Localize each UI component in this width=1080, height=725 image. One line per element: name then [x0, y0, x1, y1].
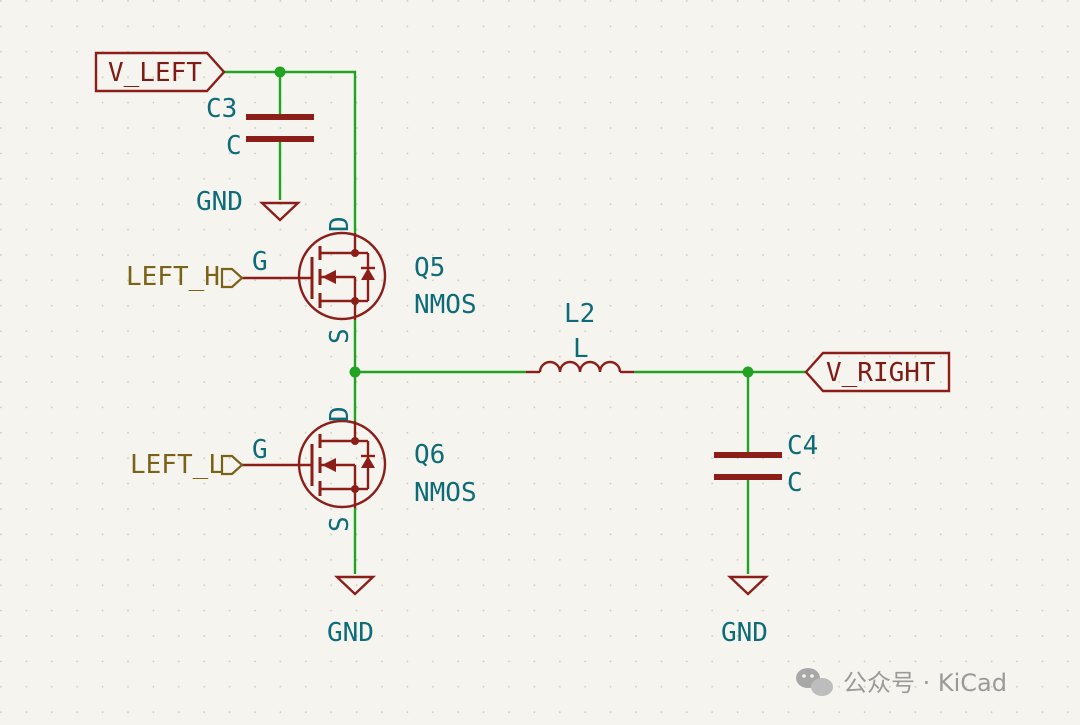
junctions	[274, 66, 754, 378]
hier-label-left-h[interactable]: LEFT_H	[126, 262, 244, 292]
c3-reference: C3	[206, 94, 237, 124]
hier-label-left-h-text: LEFT_H	[126, 262, 220, 292]
q5-reference: Q5	[414, 253, 445, 283]
nmos-q5[interactable]: D S G Q5 NMOS	[242, 207, 477, 344]
q6-value: NMOS	[414, 478, 477, 508]
gnd-c4-label: GND	[721, 618, 768, 648]
gnd-c3-label: GND	[196, 187, 243, 217]
gnd-symbol-q6[interactable]: GND	[327, 575, 377, 648]
capacitor-c3[interactable]: C3 C	[206, 94, 314, 161]
nmos-q6[interactable]: D S G Q6 NMOS	[242, 400, 477, 540]
capacitor-c4[interactable]: C4 C	[714, 431, 818, 498]
wire-v-left-net[interactable]	[224, 70, 357, 207]
c3-value: C	[226, 131, 242, 161]
q6-pin-g: G	[252, 435, 268, 465]
c4-value: C	[787, 468, 803, 498]
hier-label-left-l[interactable]: LEFT_L	[130, 450, 244, 480]
gnd-q6-label: GND	[327, 618, 374, 648]
gnd-symbol-c4[interactable]: GND	[721, 575, 770, 648]
l2-value: L	[573, 334, 589, 364]
wires	[224, 70, 806, 574]
gnd-symbol-c3[interactable]: GND	[196, 187, 302, 222]
q5-value: NMOS	[414, 290, 477, 320]
watermark: 公众号 · KiCad	[796, 668, 1007, 697]
q6-pin-s: S	[325, 516, 355, 532]
hier-label-left-l-text: LEFT_L	[130, 450, 224, 480]
junction-dot	[349, 366, 361, 378]
c4-reference: C4	[787, 431, 818, 461]
global-label-v-right[interactable]: V_RIGHT	[804, 351, 951, 393]
junction-dot	[274, 66, 286, 78]
global-label-v-left[interactable]: V_LEFT	[94, 51, 226, 93]
q5-pin-g: G	[252, 247, 268, 277]
global-label-v-right-text: V_RIGHT	[826, 358, 936, 388]
wechat-icon	[796, 668, 833, 696]
inductor-l2[interactable]: L2 L	[526, 299, 634, 374]
q6-pin-d: D	[325, 406, 355, 422]
q5-pin-d: D	[325, 216, 355, 232]
q5-pin-s: S	[325, 328, 355, 344]
watermark-text: 公众号 · KiCad	[843, 669, 1007, 697]
l2-reference: L2	[564, 299, 595, 329]
q6-reference: Q6	[414, 440, 445, 470]
global-label-v-left-text: V_LEFT	[108, 58, 202, 88]
junction-dot	[742, 366, 754, 378]
